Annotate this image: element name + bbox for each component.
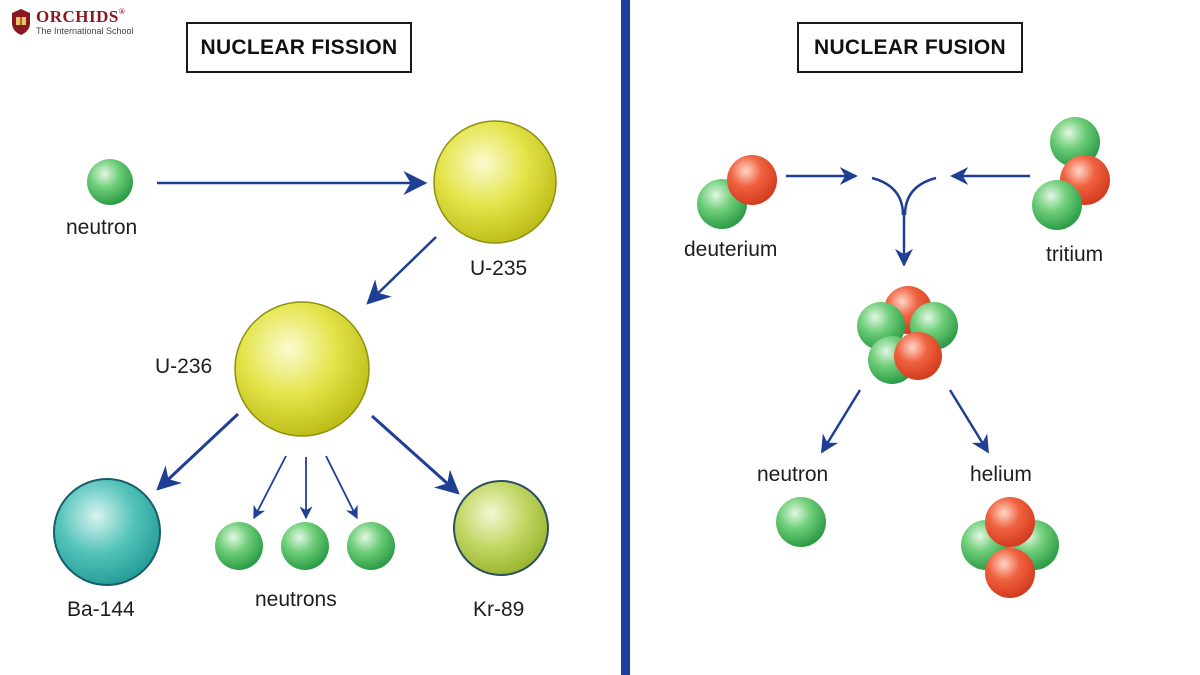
tritium-nucleus: [1032, 117, 1110, 230]
label-fusion-neutron: neutron: [757, 463, 829, 486]
fission-incoming-neutron: [87, 159, 133, 205]
label-u235: U-235: [470, 257, 528, 280]
merge-curve-left: [871, 176, 905, 216]
deuterium-nucleus: [697, 155, 777, 229]
arrow-to-helium: [948, 389, 990, 454]
logo-name: ORCHIDS: [36, 7, 119, 26]
label-ba144: Ba-144: [67, 598, 135, 621]
kr89-nucleus: [453, 480, 549, 576]
school-logo: ORCHIDS® The International School: [10, 8, 134, 36]
u236-nucleus: [234, 301, 370, 437]
arrow-u236-to-neutron-1: [253, 455, 287, 520]
label-tritium: tritium: [1046, 243, 1104, 266]
compound-nucleus: [857, 286, 958, 384]
fission-product-neutron-1: [215, 522, 263, 570]
ba144-nucleus: [53, 478, 161, 586]
logo-registered: ®: [118, 7, 126, 16]
merge-curve-right: [903, 176, 937, 216]
logo-tagline: The International School: [36, 26, 134, 36]
u235-nucleus: [433, 120, 557, 244]
fusion-product-neutron: [776, 497, 826, 547]
fission-product-neutron-2: [281, 522, 329, 570]
fusion-title: NUCLEAR FUSION: [797, 22, 1023, 73]
label-kr89: Kr-89: [473, 598, 525, 621]
label-neutrons: neutrons: [255, 588, 337, 611]
arrow-u236-to-neutron-3: [325, 455, 358, 520]
helium-nucleus: [961, 497, 1059, 598]
arrow-to-neutron: [820, 389, 862, 454]
fission-title: NUCLEAR FISSION: [186, 22, 412, 73]
arrow-u236-to-kr89: [370, 414, 460, 495]
arrow-u235-to-u236: [366, 236, 437, 305]
panel-divider: [621, 0, 630, 675]
label-fission-neutron: neutron: [66, 216, 138, 239]
label-helium: helium: [970, 463, 1032, 486]
arrow-u236-to-ba144: [156, 412, 240, 491]
label-u236: U-236: [155, 355, 213, 378]
label-deuterium: deuterium: [684, 238, 778, 261]
crest-icon: [12, 9, 30, 35]
fission-product-neutron-3: [347, 522, 395, 570]
